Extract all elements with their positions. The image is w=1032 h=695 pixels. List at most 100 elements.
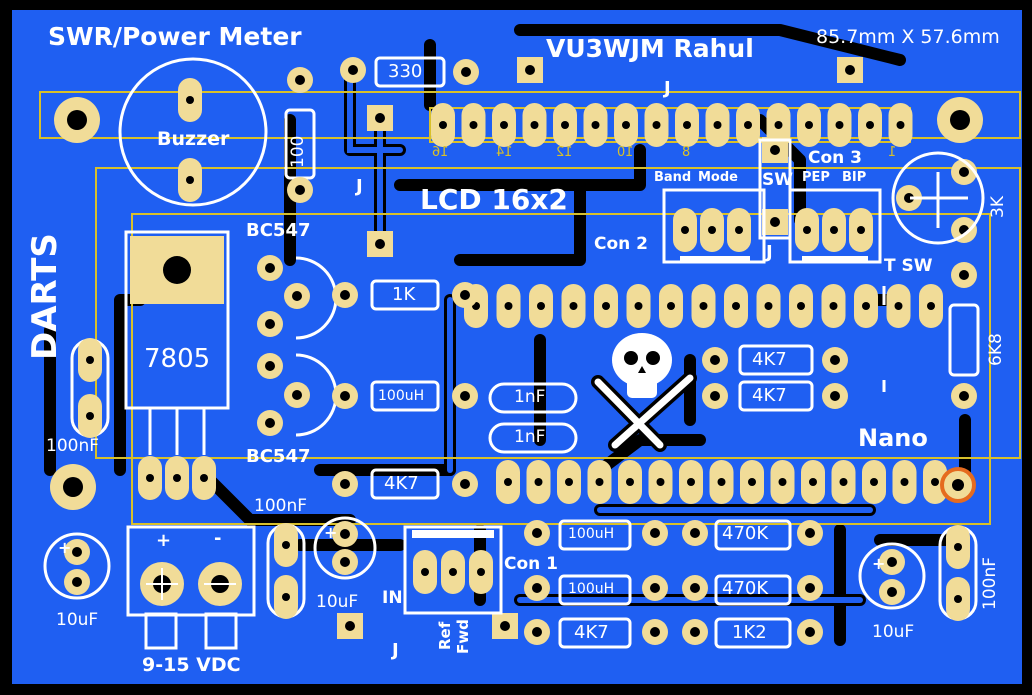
- brand-label: DARTS: [25, 233, 65, 360]
- connector-con2: [662, 188, 766, 264]
- connector-con1: [403, 525, 503, 615]
- nano-pin-pad: [496, 460, 520, 504]
- lcd-pin-pad: [522, 103, 547, 147]
- lcd-pin-16: 16: [432, 145, 449, 160]
- jumper-label-top: J: [664, 78, 671, 99]
- value-100: 100: [288, 135, 308, 168]
- nano-pin-pad: [854, 284, 878, 328]
- con2-label: Con 2: [594, 234, 649, 254]
- jumper-label-left: J: [356, 176, 363, 197]
- transistor-bottom-label: BC547: [246, 446, 311, 467]
- nano-pin-pad: [892, 460, 917, 504]
- nano-pin-pad: [724, 284, 748, 328]
- nano-pin-pad: [557, 460, 581, 504]
- jumper-label-sw: J: [766, 242, 773, 263]
- regulator-label: 7805: [144, 344, 211, 374]
- cap-plus-a: +: [58, 538, 72, 557]
- transistor-top-label: BC547: [246, 220, 311, 241]
- value-4k7-c: 4K7: [752, 385, 787, 406]
- value-4k7-a: 4K7: [384, 473, 419, 494]
- fwd-label: Fwd: [454, 619, 472, 654]
- board-title: SWR/Power Meter: [48, 22, 302, 51]
- board-dimensions: 85.7mm X 57.6mm: [816, 26, 1000, 48]
- in-label: IN: [382, 588, 403, 608]
- lcd-pin-8: 8: [682, 145, 691, 160]
- nano-pin-pad: [618, 460, 642, 504]
- nano-label: Nano: [858, 424, 928, 452]
- value-330: 330: [388, 61, 423, 82]
- lcd-pin-pad: [614, 103, 638, 147]
- switch-outlines: [758, 138, 792, 240]
- nano-pin-pad: [831, 460, 856, 504]
- nano-pin-pad: [587, 460, 612, 504]
- trimmer-pot: [891, 151, 985, 245]
- nano-pin-pad: [496, 284, 521, 328]
- value-100nf-b: 100nF: [254, 496, 308, 516]
- cap-plus-c: +: [872, 554, 886, 573]
- power-plus-label: +: [156, 530, 172, 551]
- lcd-pin-pad: [553, 103, 577, 147]
- nano-pin-pad: [756, 284, 781, 328]
- nano-pin-pad: [626, 284, 651, 328]
- power-label: 9-15 VDC: [142, 654, 241, 676]
- lcd-pin-pad: [858, 103, 882, 147]
- nano-pin-pad: [648, 460, 673, 504]
- power-minus-label: -: [214, 528, 222, 549]
- nano-pin-pad: [740, 460, 764, 504]
- nano-pin-pad: [919, 284, 943, 328]
- nano-pin-pad: [709, 460, 734, 504]
- regulator-7805: [124, 230, 230, 500]
- lcd-pin-pad: [705, 103, 730, 147]
- lcd-pin-pad: [431, 103, 455, 147]
- band-label: Band: [654, 170, 692, 185]
- lcd-pin-pad: [827, 103, 852, 147]
- value-1nf-a: 1nF: [514, 387, 546, 407]
- value-100uh-c: 100uH: [568, 581, 615, 597]
- nano-pins-top: [464, 284, 943, 328]
- lcd-pin-12: 12: [556, 145, 573, 160]
- value-470k-a: 470K: [722, 523, 769, 544]
- lcd-pin-pad: [461, 103, 486, 147]
- con3-label: Con 3: [808, 148, 863, 168]
- nano-pin-pad: [862, 460, 886, 504]
- nano-pin-pad: [821, 284, 846, 328]
- skull-emblem: [591, 333, 697, 452]
- lcd-pin-pad: [644, 103, 669, 147]
- pep-label: PEP: [802, 170, 830, 185]
- value-3k: 3K: [988, 196, 1008, 218]
- lcd-pin-1: 1: [888, 145, 897, 160]
- value-4k7-b: 4K7: [752, 349, 787, 370]
- lcd-pin-pad: [797, 103, 821, 147]
- nano-pins-bottom: [496, 460, 947, 504]
- value-1k2: 1K2: [732, 622, 767, 643]
- tsw-label: T SW: [884, 256, 933, 276]
- nano-pin-pad: [561, 284, 586, 328]
- nano-pin-pad: [789, 284, 813, 328]
- lcd-pin-pad: [492, 103, 516, 147]
- value-10uf-b: 10uF: [316, 592, 359, 612]
- value-100uh-a: 100uH: [378, 388, 425, 404]
- author-label: VU3WJM Rahul: [546, 34, 754, 63]
- lcd-pin-14: 14: [496, 145, 513, 160]
- nano-pin-pad: [659, 284, 683, 328]
- copper-pour: [12, 10, 1022, 684]
- value-100uh-b: 100uH: [568, 526, 615, 542]
- value-100nf-c: 100nF: [980, 556, 1000, 610]
- buzzer-outline: [118, 57, 268, 207]
- nano-pin-pad: [594, 284, 618, 328]
- value-4k7-d: 4K7: [574, 622, 609, 643]
- electrolytic-caps: [43, 516, 926, 610]
- nano-pin-pad: [526, 460, 551, 504]
- value-10uf-a: 10uF: [56, 610, 99, 630]
- value-1nf-b: 1nF: [514, 427, 546, 447]
- sw-label: SW: [762, 170, 793, 190]
- cap-plus-b: +: [324, 523, 338, 542]
- lcd-pin-pad: [583, 103, 608, 147]
- lcd-pin-pad: [888, 103, 913, 147]
- nano-pin-pad: [691, 284, 716, 328]
- ref-label: Ref: [436, 621, 454, 650]
- lcd-label: LCD 16x2: [420, 183, 568, 216]
- nano-pin-pad: [770, 460, 795, 504]
